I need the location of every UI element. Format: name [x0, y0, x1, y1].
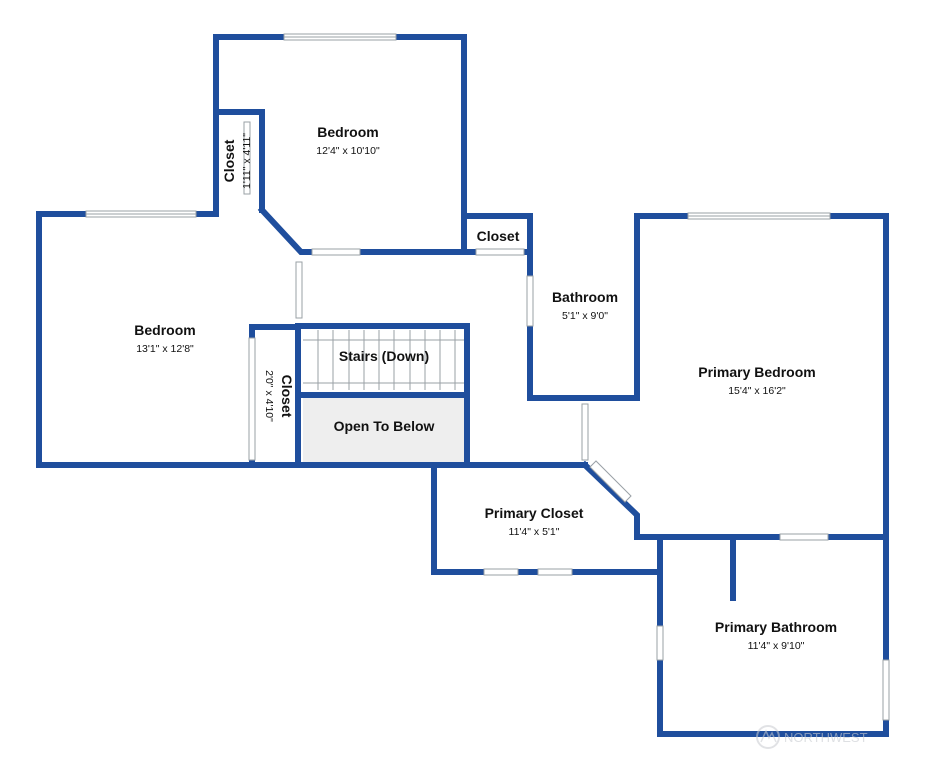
bedroom-left-label: Bedroom: [134, 322, 195, 338]
stairs-label: Stairs (Down): [339, 348, 429, 364]
primary-bedroom-label: Primary Bedroom: [698, 364, 815, 380]
stair-treads: [303, 330, 464, 390]
door-openings: [243, 121, 829, 541]
primary-bedroom-dims: 15'4" x 16'2": [728, 385, 786, 397]
primary-closet-label: Primary Closet: [485, 505, 584, 521]
bedroom-top-label: Bedroom: [317, 124, 378, 140]
bathroom-label: Bathroom: [552, 289, 618, 305]
bathroom-dims: 5'1" x 9'0": [562, 310, 608, 322]
nwmls-logo-icon: [756, 725, 780, 749]
closet-mid-dims: 2'0" x 4'10": [263, 370, 275, 422]
closet-top-dims: 1'11" x 4'11": [241, 133, 253, 189]
primary-bathroom-label: Primary Bathroom: [715, 619, 837, 635]
windows: [85, 33, 890, 721]
bedroom-top-dims: 12'4" x 10'10": [316, 145, 380, 157]
watermark-text: NORTHWEST: [784, 730, 868, 745]
primary-closet-dims: 11'4" x 5'1": [509, 526, 560, 538]
closet-top-label: Closet: [221, 139, 237, 182]
bedroom-left-dims: 13'1" x 12'8": [136, 343, 194, 355]
closet-small-label: Closet: [477, 228, 520, 244]
closet-mid-label: Closet: [279, 375, 295, 418]
open-to-below-label: Open To Below: [334, 418, 435, 434]
primary-bathroom-dims: 11'4" x 9'10": [748, 640, 805, 652]
open-to-below-area: [303, 397, 464, 462]
